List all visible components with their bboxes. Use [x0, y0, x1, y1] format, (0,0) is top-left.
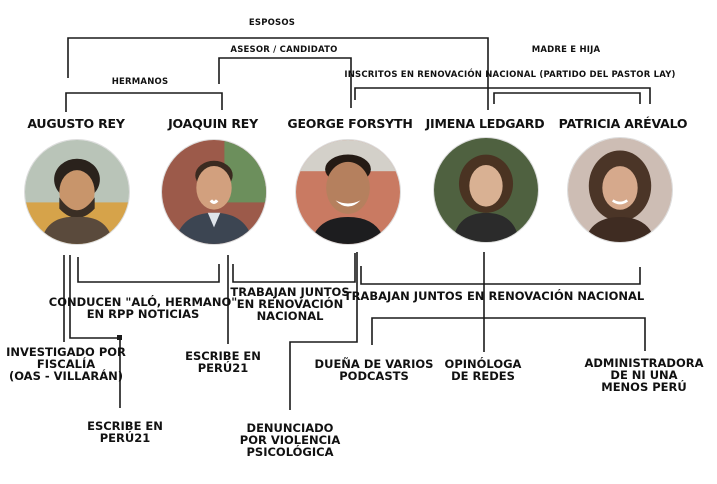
line-esposos: [67, 37, 489, 110]
line-denunciado: [289, 252, 358, 410]
label-conducen: CONDUCEN "ALÓ, HERMANO"EN RPP NOTICIAS: [48, 295, 238, 321]
person-name-jimena: JIMENA LEDGARD: [425, 116, 545, 131]
avatar-joaquin: [162, 140, 266, 244]
label-trabajan-juntos-2: TRABAJAN JUNTOS EN RENOVACIÓN NACIONAL: [343, 289, 645, 303]
label-hermanos: HERMANOS: [111, 77, 169, 87]
line-jimena-roles: [371, 317, 646, 351]
person-name-george: GEORGE FORSYTH: [287, 116, 413, 131]
label-esposos: ESPOSOS: [248, 18, 296, 28]
line-asesor: [218, 57, 352, 108]
person-name-patricia: PATRICIA ARÉVALO: [558, 116, 688, 131]
line-inscritos: [354, 87, 651, 104]
line-madre-hija: [493, 92, 641, 104]
label-madre-hija: MADRE E HIJA: [531, 45, 601, 55]
line-trabajan-1: [232, 253, 356, 283]
node-dot: [117, 335, 122, 340]
label-inscritos: INSCRITOS EN RENOVACIÓN NACIONAL (PARTID…: [344, 70, 676, 80]
line-trabajan-2: [360, 266, 641, 285]
person-name-augusto: AUGUSTO REY: [27, 116, 125, 131]
label-asesor-candidato: ASESOR / CANDIDATO: [230, 45, 338, 55]
line-escribe-augusto: [69, 255, 121, 408]
line-conducen: [77, 257, 220, 283]
avatar-jimena: [434, 138, 538, 242]
person-name-joaquin: JOAQUIN REY: [168, 116, 258, 131]
line-hermanos: [65, 92, 223, 112]
avatar-patricia: [568, 138, 672, 242]
avatar-george: [296, 140, 400, 244]
avatar-augusto: [25, 140, 129, 244]
